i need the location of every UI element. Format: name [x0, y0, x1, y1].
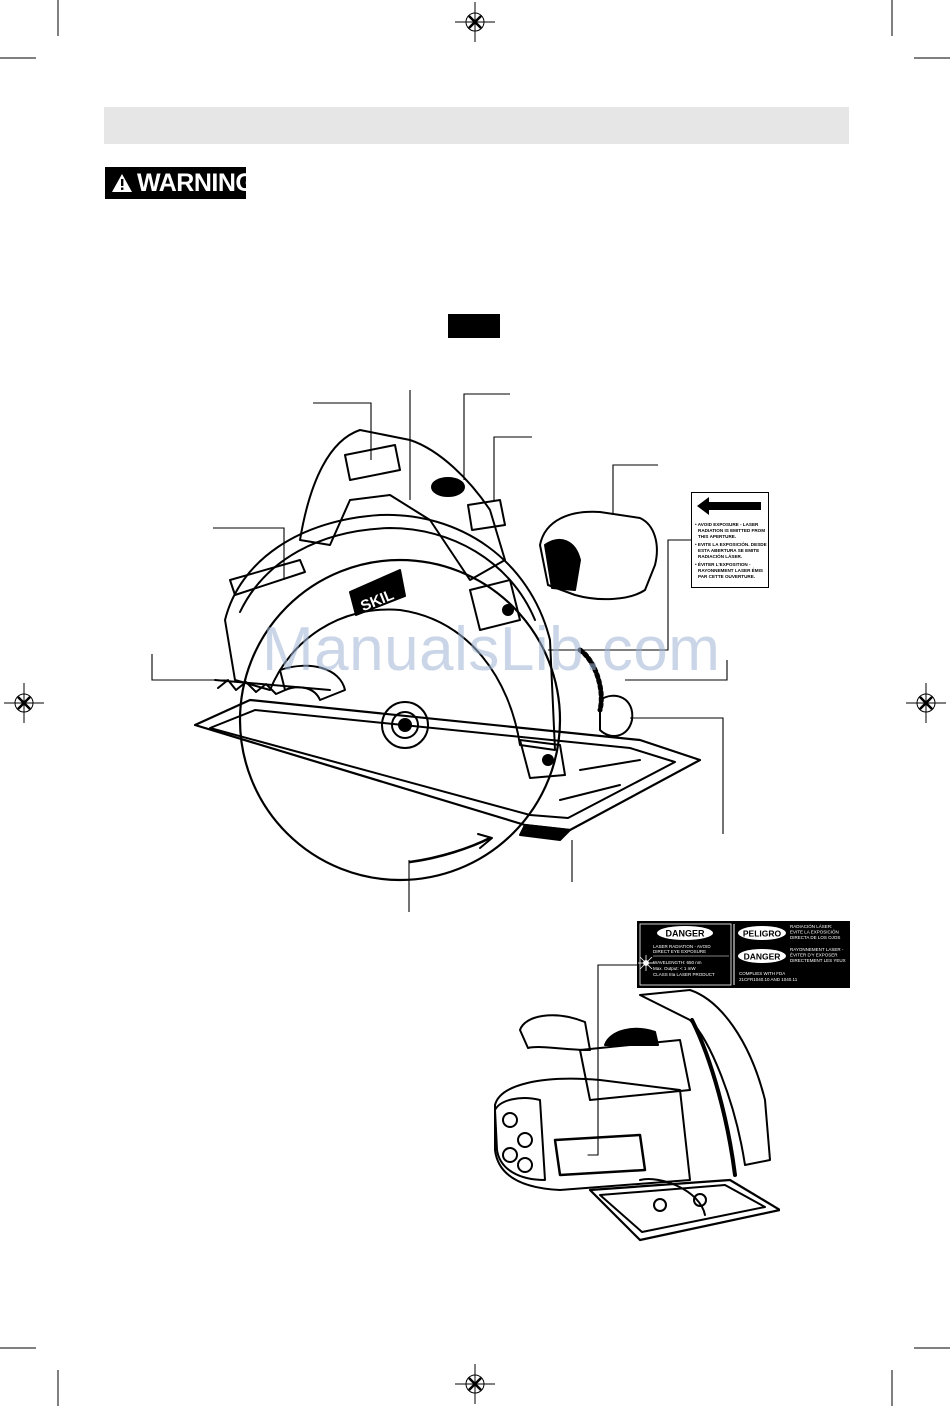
aperture-line-5: ESTA ABERTURA SE EMITE — [698, 548, 759, 553]
laser-aperture-label: • AVOID EXPOSURE - LASER RADIATION IS EM… — [691, 492, 769, 588]
battery-motor-housing — [539, 510, 658, 601]
aperture-line-2: RADIATION IS EMITTED FROM — [698, 528, 765, 533]
danger-spec-3: CLASS IIIa LASER PRODUCT — [653, 972, 715, 977]
danger-fr-line-1: RAYONNEMENT LASER - — [790, 947, 844, 952]
compliance-line-2: 21CFR1040.10 AND 1040.11 — [739, 977, 798, 982]
arrow-left-icon — [697, 497, 761, 515]
registration-target-right — [906, 683, 946, 723]
compliance-line-1: COMPLIES WITH FDA — [739, 971, 785, 976]
danger-en-line-2: DIRECT EYE EXPOSURE — [653, 949, 706, 954]
aperture-line-4: • EVITE LA EXPOSICIÓN. DESDE — [695, 540, 767, 547]
circular-saw-illustration: SKIL — [151, 390, 728, 912]
danger-fr-heading: DANGER — [744, 952, 781, 962]
base-plate-shoe — [193, 698, 702, 832]
aperture-line-6: RADIACIÓN LÁSER. — [698, 552, 742, 559]
watermark: ManualsLib.com — [262, 615, 721, 684]
danger-spec-1: WAVELENGTH: 650 nm — [653, 960, 702, 965]
danger-fr-line-2: ÉVITER D'Y EXPOSER — [790, 952, 838, 958]
peligro-line-2: EVITE LA EXPOSICIÓN — [790, 929, 839, 935]
registration-target-bottom — [455, 1364, 495, 1404]
warning-label: WARNING — [137, 168, 255, 197]
upper-blade-guard — [224, 513, 556, 751]
registration-target-top — [455, 2, 495, 42]
aperture-line-9: PAR CETTE OUVERTURE. — [698, 574, 755, 579]
figure-tag — [448, 314, 500, 338]
laser-danger-label: DANGER LASER RADIATION - AVOID DIRECT EY… — [637, 921, 850, 988]
saw-blade — [238, 558, 562, 882]
warning-badge: WARNING — [105, 167, 255, 199]
saw-rear-view-illustration — [494, 964, 780, 1242]
danger-heading: DANGER — [665, 929, 705, 939]
aperture-line-8: RAYONNEMENT LASER ÉMIS — [698, 566, 763, 573]
peligro-heading: PELIGRO — [743, 929, 782, 939]
aperture-line-7: • ÉVITER L'EXPOSITION - — [695, 560, 751, 567]
registration-target-left — [4, 683, 44, 723]
callout-leaders — [151, 390, 728, 912]
section-header-bar — [104, 107, 849, 144]
aperture-line-1: • AVOID EXPOSURE - LASER — [695, 522, 759, 527]
peligro-line-1: RADIACIÓN LÁSER: — [790, 923, 832, 929]
laser-starburst-icon — [638, 955, 654, 971]
rear-handle — [299, 429, 506, 581]
danger-en-line-1: LASER RADIATION - AVOID — [653, 944, 711, 949]
danger-spec-2: Max. Output: < 1 mW — [653, 966, 696, 971]
warning-triangle-icon — [112, 174, 132, 192]
danger-fr-line-3: DIRECTEMENT LES YEUX — [790, 958, 846, 963]
peligro-line-3: DIRECTA DE LOS OJOS — [790, 935, 840, 940]
aperture-line-3: THIS APERTURE. — [698, 534, 736, 539]
